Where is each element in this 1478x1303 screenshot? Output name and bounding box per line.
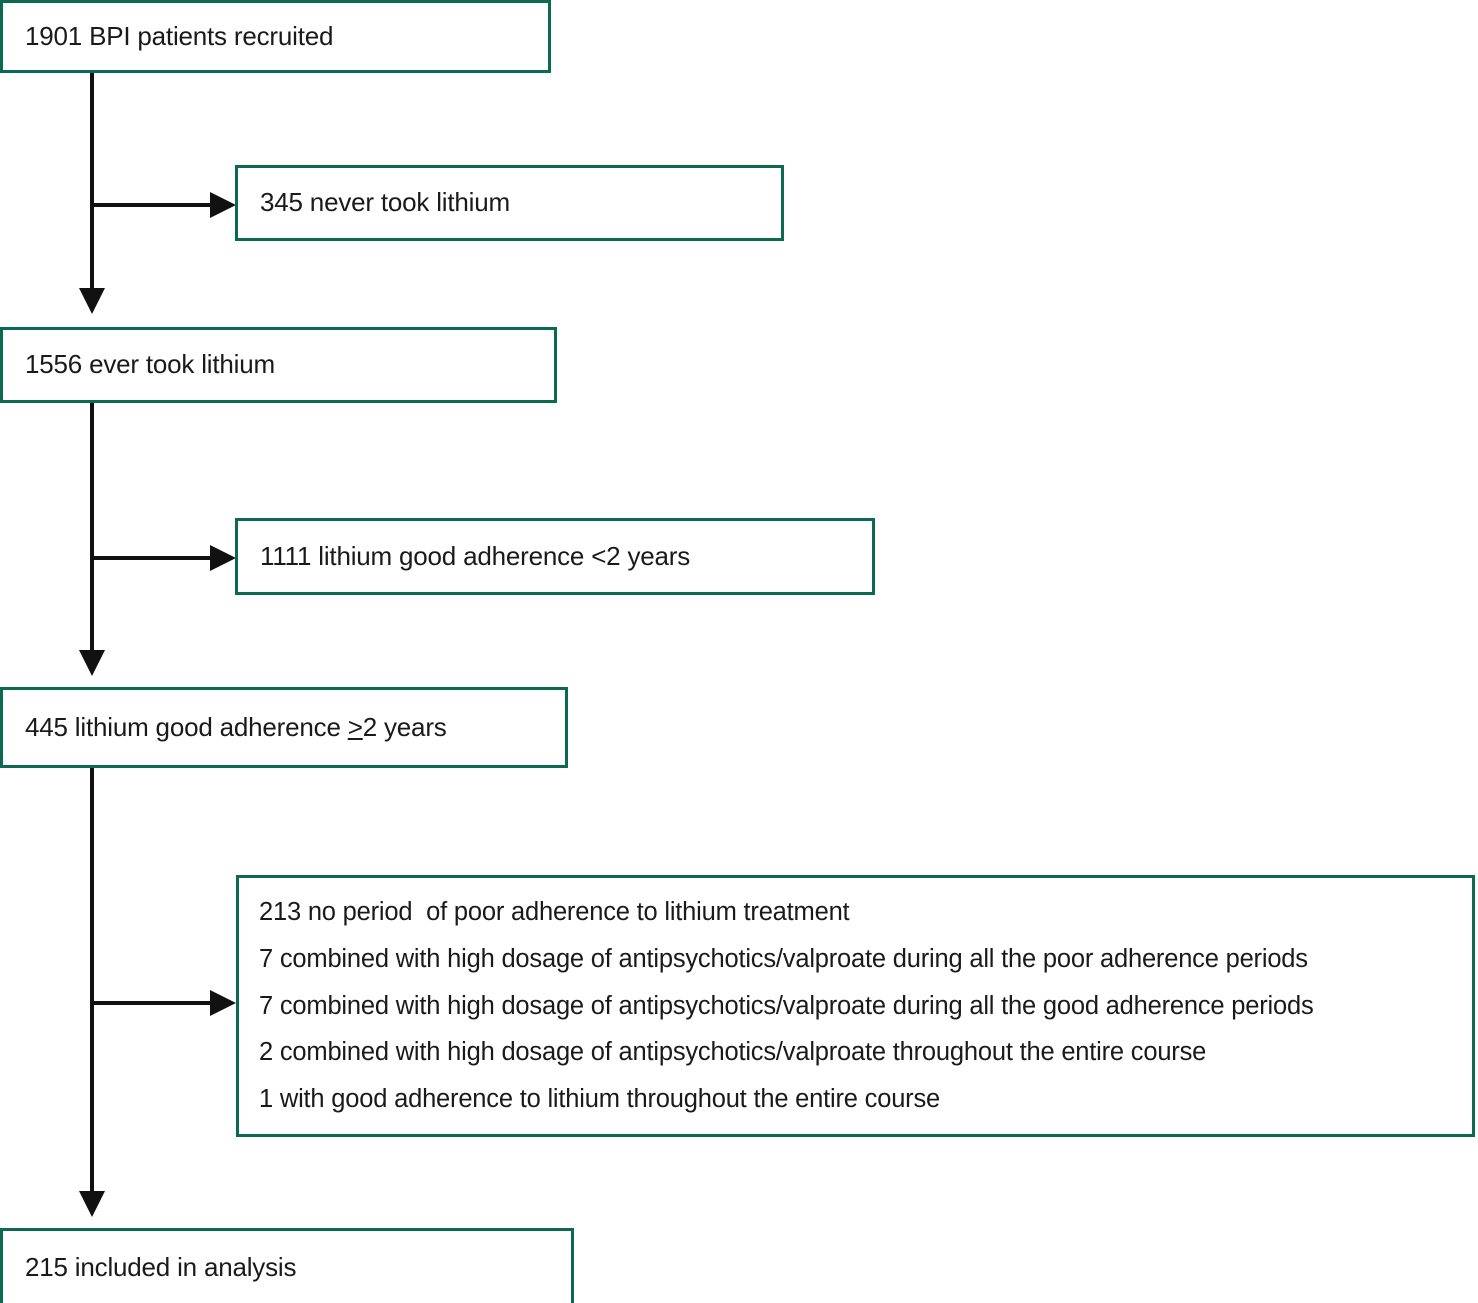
arrowhead-right-to-excluded [210,990,236,1016]
adherence-ge2-suffix: 2 years [362,711,447,742]
node-included-in-analysis-label: 215 included in analysis [25,1252,297,1283]
arrowhead-right-to-never-lithium [210,192,236,218]
arrowhead-down-to-included [79,1191,105,1217]
node-never-took-lithium-label: 345 never took lithium [260,187,510,218]
greater-than-or-equal-icon: > [347,711,363,742]
node-adherence-2-years-or-more-label: 445 lithium good adherence >2 years [3,711,565,744]
node-ever-took-lithium[interactable]: 1556 ever took lithium [0,327,557,403]
node-adherence-under-2-years-label: 1111 lithium good adherence <2 years [260,540,691,571]
node-adherence-under-2-years[interactable]: 1111 lithium good adherence <2 years [235,518,875,595]
node-ever-took-lithium-label: 1556 ever took lithium [25,349,275,380]
arrowhead-down-to-ever-took-lithium [79,288,105,314]
node-never-took-lithium[interactable]: 345 never took lithium [235,165,784,241]
node-included-in-analysis[interactable]: 215 included in analysis [0,1228,574,1303]
excluded-reason-line: 1 with good adherence to lithium through… [259,1084,940,1113]
node-adherence-2-years-or-more[interactable]: 445 lithium good adherence >2 years [0,687,568,768]
connector-recruited-to-ever [90,72,94,288]
node-recruited-label: 1901 BPI patients recruited [25,20,334,51]
connector-branch-excluded [90,1001,222,1005]
excluded-reason-line: 7 combined with high dosage of antipsych… [259,991,1314,1020]
arrowhead-right-to-adherence-lt2 [210,545,236,571]
arrowhead-down-to-ge2-years [79,650,105,676]
adherence-ge2-prefix: 445 lithium good adherence [25,711,348,742]
connector-ge2-to-included [90,767,94,1191]
connector-ever-to-ge2 [90,402,94,650]
node-excluded-reasons[interactable]: 213 no period of poor adherence to lithi… [236,875,1475,1137]
connector-branch-adherence-lt2 [90,556,222,560]
excluded-reason-line: 2 combined with high dosage of antipsych… [259,1038,1207,1067]
connector-branch-never-lithium [90,203,222,207]
node-recruited[interactable]: 1901 BPI patients recruited [0,0,551,73]
excluded-reason-line: 7 combined with high dosage of antipsych… [259,945,1308,974]
excluded-reason-line: 213 no period of poor adherence to lithi… [259,898,850,927]
